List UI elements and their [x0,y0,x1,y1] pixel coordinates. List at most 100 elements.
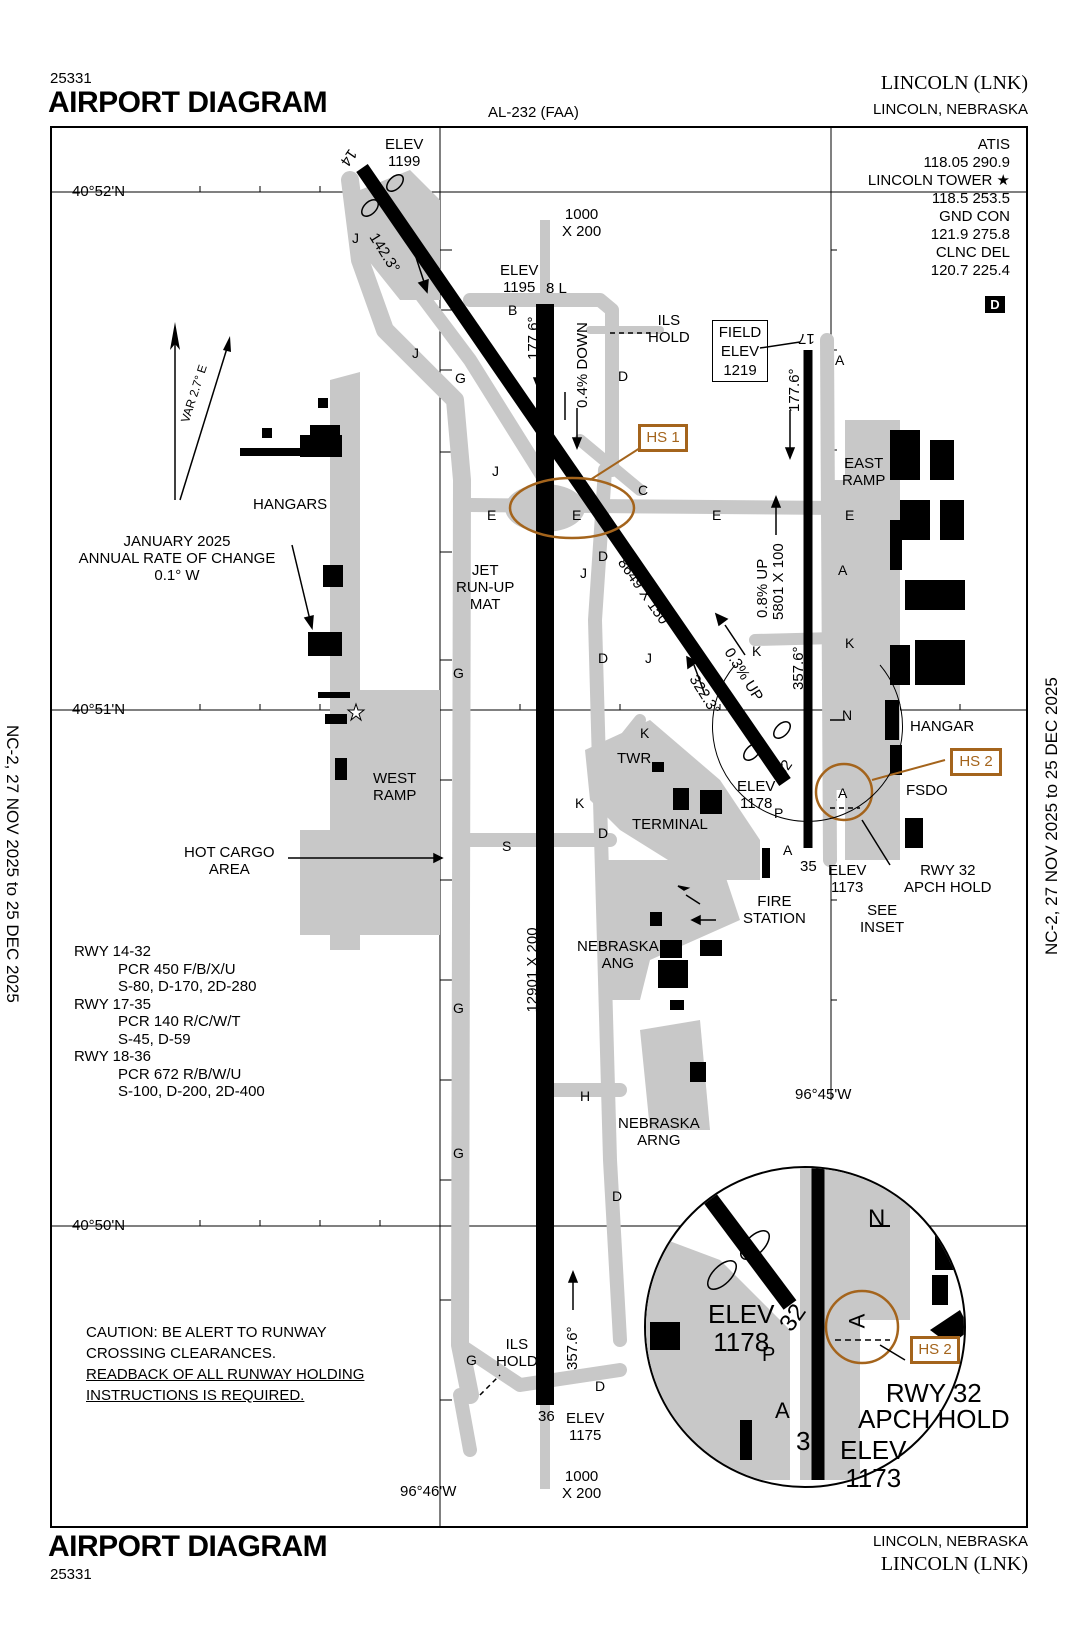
pcr-rwy-18-36: RWY 18-36 [74,1048,151,1065]
twy-e-2: E [572,507,582,523]
pcr-rwy-14-32: RWY 14-32 [74,943,151,960]
star-icon: ★ [996,172,1010,189]
pcr-rwy-17-35: RWY 17-35 [74,995,151,1013]
caution-note: CAUTION: BE ALERT TO RUNWAY CROSSING CLE… [86,1324,365,1404]
hotspot-1-label[interactable]: HS 1 [638,424,688,452]
hotspot-2-circle [814,762,874,822]
twy-a-3: A [838,785,848,801]
twy-b: B [508,302,518,318]
inset-twy-a-2: A [844,1313,870,1329]
footer-airport: LINCOLN (LNK) [880,1553,1028,1575]
comm-frequencies: ATIS 118.05 290.9 LINCOLN TOWER ★ 118.5 … [868,136,1010,280]
twy-d-6: D [595,1378,606,1394]
hotspot-1-circle [508,476,636,540]
twy-s: S [502,838,512,854]
twy-j-5: J [645,650,652,666]
pub-code: AL-232 (FAA) [488,104,579,121]
grad-down: 0.4% DOWN [574,322,591,408]
twy-a-1: A [835,352,845,368]
twy-e-3: E [712,507,722,523]
twy-j-2: J [412,345,419,361]
d-badge: D [985,296,1005,313]
twy-d-3: D [598,650,609,666]
hotspot-2-label[interactable]: HS 2 [950,748,1002,776]
twy-k-3: K [640,725,650,741]
hdg-177-17: 177.6° [786,368,803,412]
rwy-17-label: 17 [798,330,815,347]
gnd-freq: 121.9 275.8 [930,226,1010,243]
fsdo-label: FSDO [906,782,948,799]
twy-j-3: J [492,463,499,479]
clnc-label: CLNC DEL [935,244,1010,261]
twy-p: P [774,805,784,821]
twy-a-4: A [783,842,793,858]
lat-51: 40°51'N [72,701,126,718]
twy-d-2: D [598,548,609,564]
inset-twy-a-1: A [775,1398,790,1423]
field-elev-l1: FIELD [718,324,762,341]
field-elev-box: FIELD ELEV 1219 [712,320,768,382]
buildings [240,398,965,1082]
inset-rwy-35: 35 [796,1426,825,1456]
terminal-label: TERMINAL [632,816,708,833]
tower-freq: 118.5 253.5 [931,190,1010,207]
twy-d-5: D [612,1188,623,1204]
inset-hotspot-2-label[interactable]: HS 2 [910,1336,960,1364]
hangar-label: HANGAR [910,718,975,735]
rwy-35-label: 35 [800,858,817,875]
twy-d-4: D [598,825,609,841]
twy-g-5: G [466,1352,477,1368]
field-elev-value: 1219 [723,362,757,379]
twy-g-4: G [453,1145,464,1161]
footer-chart-id: 25331 [50,1566,92,1583]
runway-14-32 [356,164,791,786]
inset-twy-p: P [762,1344,776,1366]
diagram-frame [50,126,1028,1528]
atis-label: ATIS [977,136,1010,153]
twy-j-1: J [352,230,359,246]
twy-n: N [842,707,853,723]
hangars-label: HANGARS [253,496,328,513]
twy-g-2: G [453,665,464,681]
airport-name: LINCOLN (LNK) [880,72,1028,94]
chart-id: 25331 [50,70,92,87]
twy-h: H [580,1088,591,1104]
clnc-freq: 120.7 225.4 [930,262,1010,279]
airport-location: LINCOLN, NEBRASKA [872,101,1028,118]
footer-location: LINCOLN, NEBRASKA [872,1533,1028,1550]
tower-label: LINCOLN TOWER ★ [867,172,1010,189]
gnd-label: GND CON [939,208,1010,225]
inset-twy-n: N [868,1205,886,1232]
hdg-177-18: 177.6° [525,316,542,360]
lon-46: 96°46'W [400,1483,457,1500]
pcr-table: RWY 14-32 PCR 450 F/B/X/U S-80, D-170, 2… [74,943,265,1100]
blast-pad-south [540,1405,550,1489]
hdg-357-35: 357.6° [790,646,807,690]
rwy-18-label: 8 L [546,280,567,297]
lat-52: 40°52'N [72,183,126,200]
field-elev-l2: ELEV [720,343,760,360]
twy-e-1: E [487,507,497,523]
twy-c: C [638,482,649,498]
twy-g-3: G [453,1000,464,1016]
twy-d-1: D [618,368,629,384]
